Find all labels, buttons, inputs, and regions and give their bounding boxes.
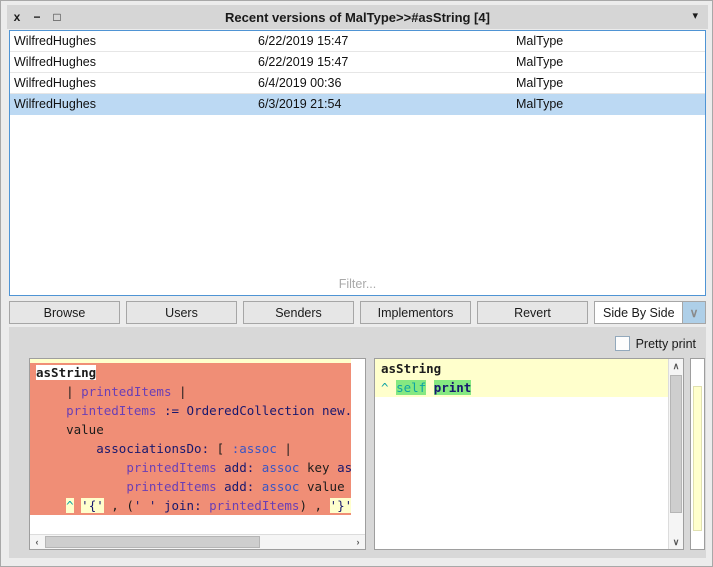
code-line: associationsDo: [ :assoc | bbox=[30, 439, 351, 458]
version-cell-timestamp: 6/3/2019 21:54 bbox=[258, 97, 342, 111]
code-line: printedItems := OrderedCollection new. bbox=[30, 401, 351, 420]
version-cell-author: WilfredHughes bbox=[14, 55, 96, 69]
version-cell-timestamp: 6/22/2019 15:47 bbox=[258, 55, 349, 69]
action-toolbar: Browse Users Senders Implementors Revert Sid… bbox=[9, 301, 706, 324]
scroll-left-icon[interactable]: ‹ bbox=[35, 537, 39, 547]
close-icon[interactable]: x bbox=[13, 10, 21, 24]
code-line: printedItems add: assoc key asString . bbox=[30, 458, 351, 477]
filter-input[interactable] bbox=[11, 274, 704, 294]
old-version-code: asString | printedItems | printedItems :… bbox=[30, 363, 351, 515]
scroll-down-icon[interactable]: ∨ bbox=[672, 537, 680, 547]
users-button[interactable]: Users bbox=[126, 301, 237, 324]
minimize-icon[interactable]: − bbox=[33, 10, 41, 24]
code-line: asString bbox=[375, 359, 669, 378]
horizontal-scrollbar[interactable]: ‹ › bbox=[30, 534, 365, 549]
version-cell-author: WilfredHughes bbox=[14, 34, 96, 48]
browse-button[interactable]: Browse bbox=[9, 301, 120, 324]
chevron-down-icon[interactable]: ∨ bbox=[683, 301, 706, 324]
title-bar: x − □ Recent versions of MalType>>#asStr… bbox=[7, 5, 708, 29]
pretty-print-label: Pretty print bbox=[635, 336, 696, 351]
diff-overview-mark bbox=[693, 386, 702, 531]
diff-panel: Pretty print asString | printedItems | p… bbox=[9, 327, 706, 558]
version-cell-timestamp: 6/22/2019 15:47 bbox=[258, 34, 349, 48]
version-row[interactable]: WilfredHughes 6/3/2019 21:54 MalType bbox=[10, 94, 705, 115]
code-line: ^ self print bbox=[375, 378, 669, 397]
code-line: | printedItems | bbox=[30, 382, 351, 401]
scroll-up-icon[interactable]: ∧ bbox=[672, 361, 680, 371]
senders-button[interactable]: Senders bbox=[243, 301, 354, 324]
version-cell-class_name: MalType bbox=[516, 55, 564, 69]
pretty-print-option: Pretty print bbox=[614, 336, 696, 351]
new-version-code: asString^ self print bbox=[375, 359, 669, 397]
horizontal-scroll-thumb[interactable] bbox=[45, 536, 260, 548]
version-cell-class_name: MalType bbox=[516, 76, 564, 90]
version-row[interactable]: WilfredHughes 6/22/2019 15:47 MalType bbox=[10, 31, 705, 52]
window-title: Recent versions of MalType>>#asString [4… bbox=[225, 9, 490, 25]
new-version-code-pane[interactable]: asString^ self print ∧ ∨ bbox=[374, 358, 684, 550]
vertical-scroll-thumb[interactable] bbox=[670, 375, 682, 513]
code-line: asString bbox=[30, 363, 351, 382]
pretty-print-checkbox[interactable] bbox=[614, 336, 630, 351]
diff-context-strip bbox=[30, 359, 351, 363]
old-version-code-pane[interactable]: asString | printedItems | printedItems :… bbox=[29, 358, 366, 550]
code-line: value bbox=[30, 420, 351, 439]
view-mode-value[interactable]: Side By Side bbox=[594, 301, 683, 324]
implementors-button[interactable]: Implementors bbox=[360, 301, 471, 324]
view-mode-dropdown[interactable]: Side By Side ∨ bbox=[594, 301, 706, 324]
vertical-scrollbar[interactable]: ∧ ∨ bbox=[668, 359, 683, 549]
code-line: printedItems add: assoc value asString . bbox=[30, 477, 351, 496]
code-line: ^ '{' , (' ' join: printedItems) , '}' bbox=[30, 496, 351, 515]
window-menu-caret-icon[interactable]: ▾ bbox=[692, 10, 698, 22]
version-cell-class_name: MalType bbox=[516, 34, 564, 48]
version-row[interactable]: WilfredHughes 6/22/2019 15:47 MalType bbox=[10, 52, 705, 73]
revert-button[interactable]: Revert bbox=[477, 301, 588, 324]
version-cell-author: WilfredHughes bbox=[14, 97, 96, 111]
version-cell-author: WilfredHughes bbox=[14, 76, 96, 90]
version-cell-timestamp: 6/4/2019 00:36 bbox=[258, 76, 342, 90]
version-cell-class_name: MalType bbox=[516, 97, 564, 111]
scroll-right-icon[interactable]: › bbox=[356, 537, 360, 547]
maximize-icon[interactable]: □ bbox=[53, 10, 61, 24]
diff-overview-strip bbox=[690, 358, 705, 550]
version-row[interactable]: WilfredHughes 6/4/2019 00:36 MalType bbox=[10, 73, 705, 94]
